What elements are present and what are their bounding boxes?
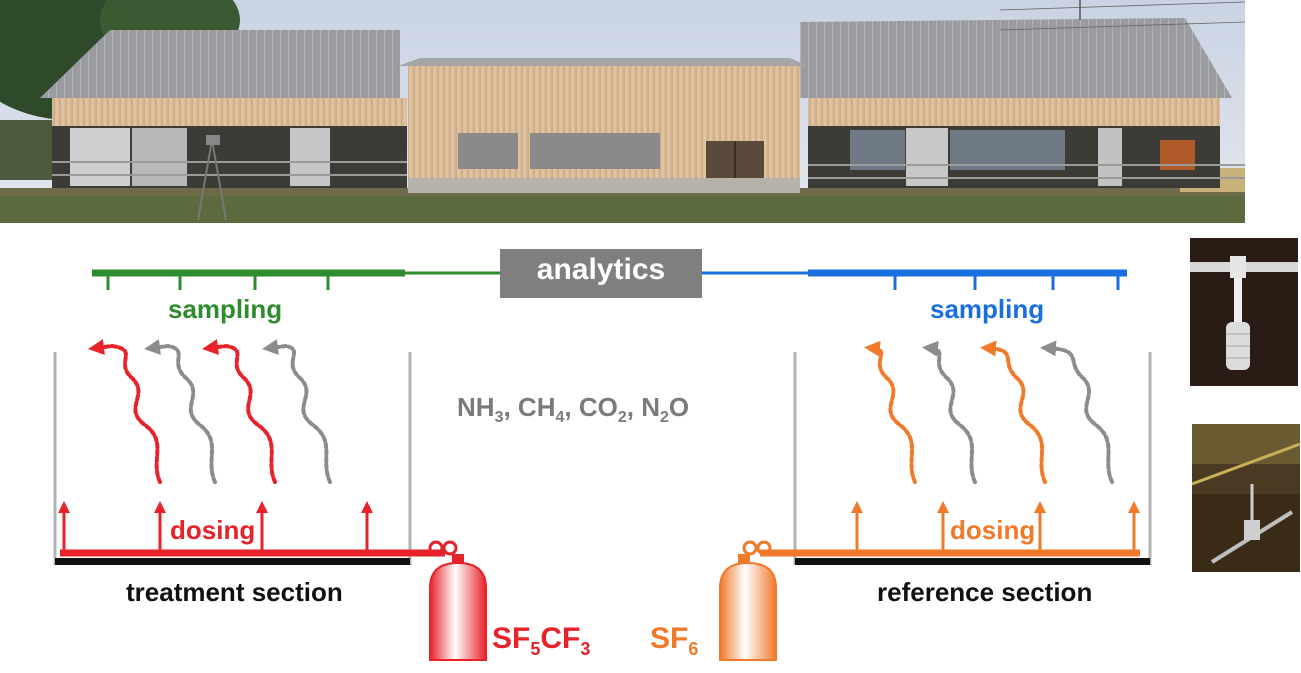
treatment-plumes: [88, 339, 332, 484]
reference-section-walls: [793, 352, 1152, 565]
gas-cylinder-treatment: [428, 540, 487, 661]
sampling-line-left: [92, 269, 500, 290]
dosing-label-right: dosing: [950, 515, 1036, 545]
sampling-label-left: sampling: [168, 294, 283, 324]
gas-separator: ,: [503, 392, 518, 422]
barn-photo: [0, 0, 1245, 223]
gas-species-label: NH3, CH4, CO2, N2O: [457, 392, 689, 427]
analytics-label: analytics: [536, 253, 666, 286]
tracer-part: SF: [650, 622, 689, 655]
gas-separator: ,: [626, 392, 642, 422]
gas-formula-base: N: [641, 392, 660, 422]
tracer-sub: 3: [580, 639, 591, 659]
gas-formula-base: CH: [517, 392, 556, 422]
reference-plumes: [864, 340, 1114, 484]
tracer-sub: 5: [530, 639, 541, 659]
tracer-part: CF: [540, 622, 581, 655]
analytics-box: [500, 249, 702, 298]
treatment-section-walls: [53, 352, 412, 565]
gas-separator: ,: [564, 392, 579, 422]
dosing-line-left: [58, 501, 445, 557]
gas-formula-sub: 2: [659, 409, 669, 427]
reference-floor: [795, 558, 1150, 565]
gas-formula-base: NH: [457, 392, 495, 422]
reference-section-label: reference section: [877, 577, 1093, 607]
gas-formula-sub: 2: [617, 409, 627, 427]
gas-formula-tail: O: [668, 392, 690, 422]
tracer-label-treatment: SF5CF3: [492, 622, 590, 660]
gas-formula-base: CO: [578, 392, 618, 422]
treatment-floor: [55, 558, 410, 565]
dosing-nozzle-photo: [1192, 424, 1300, 572]
gas-cylinder-reference: [719, 540, 777, 661]
tracer-label-reference: SF6: [650, 622, 698, 660]
sampling-label-right: sampling: [930, 294, 1045, 324]
treatment-section-label: treatment section: [126, 577, 343, 607]
dosing-line-right: [760, 501, 1140, 557]
sampler-photo: [1190, 238, 1298, 386]
gas-formula-sub: 3: [494, 409, 504, 427]
tracer-part: SF: [492, 622, 531, 655]
dosing-label-left: dosing: [170, 515, 256, 545]
gas-formula-sub: 4: [555, 409, 565, 427]
tracer-sub: 6: [688, 639, 699, 659]
sampling-line-right: [702, 269, 1127, 290]
